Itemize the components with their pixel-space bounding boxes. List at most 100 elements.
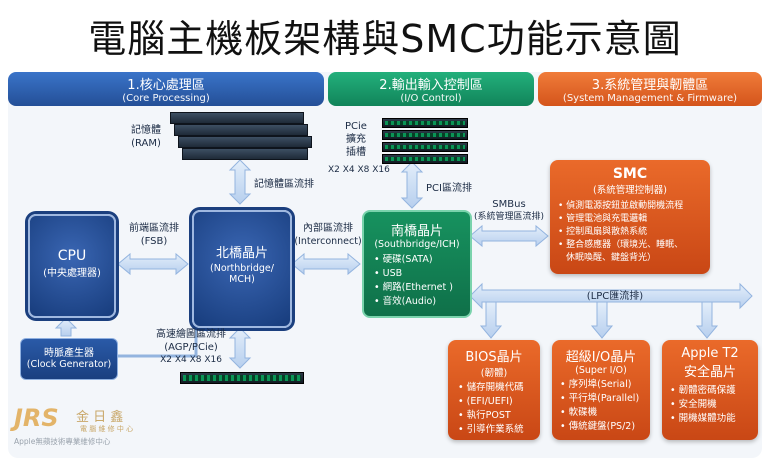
t2-name1: Apple T2 <box>681 346 739 361</box>
pcie-widths: X2 X4 X8 X16 <box>328 165 390 175</box>
clock-link-arrow <box>54 317 78 337</box>
ram-stick <box>178 136 312 148</box>
interconnect-arrow <box>291 252 361 276</box>
logo-mark: JRS <box>14 404 59 432</box>
pcie-slot <box>382 154 468 164</box>
lpc-to-superio-arrow <box>590 301 614 339</box>
super-io-item: 平行埠(Parallel) <box>560 392 650 406</box>
section-core-subtitle: (Core Processing) <box>122 93 210 104</box>
southbridge-item: USB <box>374 267 470 281</box>
agp-en: (AGP/PCie) <box>164 342 218 353</box>
clock-name: 時脈產生器 <box>44 348 94 359</box>
super-io-box: 超級I/O晶片 (Super I/O) 序列埠(Serial) 平行埠(Para… <box>552 340 650 440</box>
super-io-list: 序列埠(Serial) 平行埠(Parallel) 軟碟機 傳統鍵盤(PS/2) <box>560 378 650 434</box>
agp-widths: X2 X4 X8 X16 <box>160 355 222 365</box>
section-core-title: 1.核心處理區 <box>127 78 205 93</box>
t2-item: 韌體密碼保護 <box>670 384 758 398</box>
southbridge-en: (Southbridge/ICH) <box>374 239 460 250</box>
ram-stick <box>182 148 308 160</box>
clock-generator-box: 時脈產生器 (Clock Generator) <box>20 338 118 380</box>
bios-item: 引導作業系統 <box>458 423 540 437</box>
smc-item: 偵測電源按鈕並啟動開機流程 <box>558 200 710 213</box>
smc-item-cont: 休眠喚醒、鍵盤背光） <box>566 253 657 263</box>
cpu-en: (中央處理器) <box>43 268 101 279</box>
super-io-item: 序列埠(Serial) <box>560 378 650 392</box>
bios-item-text: (EFI/UEFI) <box>466 396 513 407</box>
section-core-header: 1.核心處理區 (Core Processing) <box>8 72 324 106</box>
bios-item: 儲存開機代碼 <box>458 381 540 395</box>
pci-bus-label: PCI區流排 <box>426 183 472 194</box>
smc-list: 偵測電源按鈕並啟動開機流程 管理電池與充電邏輯 控制風扇與散熱系統 整合感應器（… <box>558 200 710 252</box>
ram-name: 記憶體 <box>131 125 161 136</box>
smbus-arrow <box>469 224 549 248</box>
logo-cn: 金 日 鑫 <box>76 410 124 425</box>
smbus-name: SMBus <box>492 199 526 210</box>
bios-item: 執行POST <box>458 409 540 423</box>
agp-bus-arrow <box>228 327 252 369</box>
fsb-label: 前端區流排 (FSB) <box>118 222 190 248</box>
super-io-en: (Super I/O) <box>575 365 627 376</box>
agp-label: 高速繪圖區流排 (AGP/PCie) X2 X4 X8 X16 <box>148 328 234 367</box>
bios-box: BIOS晶片 (韌體) 儲存開機代碼 (EFI/UEFI) 執行POST 引導作… <box>448 340 540 440</box>
cpu-chip: CPU (中央處理器) <box>28 214 116 318</box>
fsb-name: 前端區流排 <box>129 223 179 234</box>
t2-item: 開機媒體功能 <box>670 412 758 426</box>
southbridge-item: 網路(Ethernet ) <box>374 281 470 295</box>
interconnect-name: 內部區流排 <box>303 223 353 234</box>
northbridge-name: 北橋晶片 <box>215 246 268 261</box>
fsb-arrow <box>117 252 189 276</box>
northbridge-en1: (Northbridge/ <box>210 263 274 274</box>
smc-name: SMC <box>612 166 648 182</box>
agp-name: 高速繪圖區流排 <box>156 329 226 340</box>
logo-caption: Apple無蘋技術專業維修中心 <box>14 437 111 446</box>
southbridge-chip: 南橋晶片 (Southbridge/ICH) 硬碟(SATA) USB 網路(E… <box>362 210 472 318</box>
t2-list: 韌體密碼保護 安全開機 開機媒體功能 <box>670 384 758 426</box>
smc-item: 管理電池與充電邏輯 <box>558 213 710 226</box>
section-system-title: 3.系統管理與韌體區 <box>591 78 709 93</box>
southbridge-list: 硬碟(SATA) USB 網路(Ethernet ) 音效(Audio) <box>374 253 470 309</box>
section-io-header: 2.輸出輸入控制區 (I/O Control) <box>328 72 534 106</box>
bios-list: 儲存開機代碼 (EFI/UEFI) 執行POST 引導作業系統 <box>458 381 540 437</box>
pcie-slot <box>382 118 468 128</box>
smc-item: 控制風扇與散熱系統 <box>558 226 710 239</box>
pcie-line2: 擴充 <box>346 134 366 145</box>
super-io-name: 超級I/O晶片 <box>565 350 637 365</box>
pcie-line3: 插槽 <box>346 147 366 158</box>
logo-sub: 電 腦 維 修 中 心 <box>80 425 134 433</box>
smc-item: 整合感應器（環境光、睡眠、 <box>558 239 710 252</box>
memory-bus-label: 記憶體區流排 <box>254 179 314 190</box>
lpc-bus-arrow <box>469 282 753 310</box>
ram-en: (RAM) <box>131 138 161 149</box>
ram-modules <box>170 112 312 160</box>
t2-item: 安全開機 <box>670 398 758 412</box>
lpc-to-t2-arrow <box>695 301 719 339</box>
smc-box: SMC (系統管理控制器) 偵測電源按鈕並啟動開機流程 管理電池與充電邏輯 控制… <box>550 160 710 274</box>
northbridge-en2: MCH) <box>229 274 255 285</box>
interconnect-en: (Interconnect) <box>294 236 362 247</box>
pcie-slot <box>382 142 468 152</box>
t2-name2: 安全晶片 <box>683 365 736 380</box>
memory-bus-arrow <box>228 159 252 205</box>
section-io-subtitle: (I/O Control) <box>400 93 462 104</box>
fsb-en: (FSB) <box>140 236 168 247</box>
page-title: 電腦主機板架構與SMC功能示意圖 <box>88 17 682 61</box>
northbridge-chip: 北橋晶片 (Northbridge/ MCH) <box>192 210 292 328</box>
cpu-name: CPU <box>57 248 87 264</box>
clock-en: (Clock Generator) <box>26 359 112 370</box>
pci-bus-arrow <box>400 161 424 209</box>
southbridge-item: 音效(Audio) <box>374 295 470 309</box>
smbus-label: SMBus (系統管理區流排) <box>470 198 548 224</box>
bios-name: BIOS晶片 <box>465 350 523 365</box>
interconnect-label: 內部區流排 (Interconnect) <box>292 222 364 248</box>
ram-label: 記憶體 (RAM) <box>122 124 170 150</box>
apple-t2-box: Apple T2 安全晶片 韌體密碼保護 安全開機 開機媒體功能 <box>662 340 758 440</box>
agp-slot <box>180 372 304 384</box>
bios-item: (EFI/UEFI) <box>458 395 540 409</box>
super-io-item: 傳統鍵盤(PS/2) <box>560 420 650 434</box>
lpc-bus-label: (LPC匯流排) <box>586 291 644 302</box>
section-io-title: 2.輸出輸入控制區 <box>379 78 483 93</box>
southbridge-name: 南橋晶片 <box>390 224 443 239</box>
clock-to-northbridge-line <box>116 330 198 358</box>
pcie-slot <box>382 130 468 140</box>
